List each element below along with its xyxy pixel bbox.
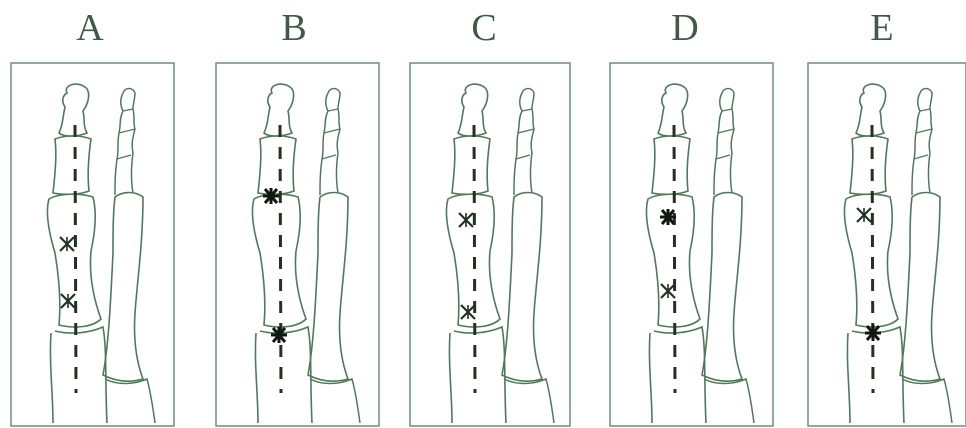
axis-marker-b-1 (263, 188, 279, 204)
finger-illustration-a (47, 84, 155, 423)
panel-d (610, 63, 773, 426)
axis-marker-d-1 (660, 209, 676, 225)
finger-illustration-b (252, 84, 360, 423)
axis-marker-c-2 (461, 305, 475, 319)
panel-b (216, 63, 379, 426)
axis-marker-e-2 (865, 325, 881, 341)
finger-illustration-e (844, 84, 952, 423)
finger-illustration-d (646, 84, 754, 423)
panel-c (410, 63, 570, 426)
panel-e-frame (808, 63, 966, 426)
axis-marker-d-2 (661, 284, 675, 298)
axis-marker-a-2 (61, 294, 75, 308)
panel-e (808, 63, 966, 426)
panel-a (11, 63, 174, 426)
axis-marker-a-1 (60, 237, 74, 251)
axis-marker-c-1 (459, 213, 473, 227)
panel-c-frame (410, 63, 570, 426)
axis-marker-b-2 (271, 327, 287, 343)
finger-illustration-c (446, 84, 554, 423)
axis-marker-e-1 (857, 208, 871, 222)
